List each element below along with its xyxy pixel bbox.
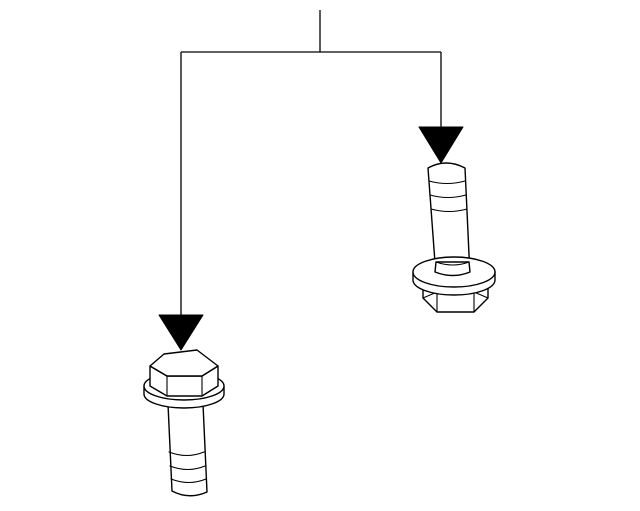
flange-bolt-head-down-icon xyxy=(412,162,496,313)
bolt-flange xyxy=(412,256,496,296)
leader-lines xyxy=(180,10,442,318)
arrowhead-left xyxy=(158,314,204,351)
bolt-shank xyxy=(427,162,471,277)
flange-bolt-head-up-icon xyxy=(143,349,225,497)
bolt-shank xyxy=(167,403,208,497)
bolt-hex-head xyxy=(149,349,219,397)
arrowhead-right xyxy=(418,126,464,164)
